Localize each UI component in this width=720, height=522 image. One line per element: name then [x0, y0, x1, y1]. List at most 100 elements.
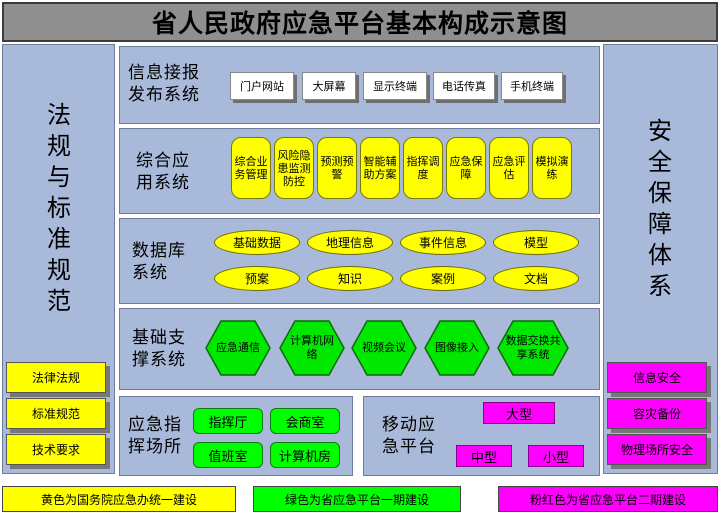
mobile-item-3-label: 小型 — [542, 450, 569, 466]
legend-yellow-text: 黄色为国务院应急办统一建设 — [40, 492, 197, 507]
mobile-item-1[interactable]: 大型 — [483, 402, 555, 424]
left-item-1[interactable]: 法律法规 — [6, 362, 106, 393]
page-title-text: 省人民政府应急平台基本构成示意图 — [151, 9, 568, 38]
legend-green-text: 绿色为省应急平台一期建设 — [284, 492, 429, 507]
mobile-label-line-1: 移动应 — [382, 415, 436, 435]
app-item-6[interactable]: 应急保障 — [446, 137, 486, 199]
info-item-5[interactable]: 手机终端 — [501, 72, 563, 100]
db-item-5-label: 预案 — [244, 272, 269, 286]
command-item-1[interactable]: 指挥厅 — [193, 408, 263, 434]
db-label-line-2: 系统 — [132, 263, 168, 283]
db-item-5[interactable]: 预案 — [214, 266, 300, 291]
app-item-4-label: 智能辅助方案 — [363, 155, 397, 181]
info-item-4-label: 电话传真 — [442, 80, 486, 93]
command-section-label: 应急指 挥场所 — [128, 414, 182, 458]
db-item-7-label: 案例 — [430, 272, 455, 286]
info-section-label: 信息接报 发布系统 — [128, 62, 200, 106]
infra-item-5-label: 数据交换共享系统 — [505, 334, 561, 361]
app-item-8-label: 模拟演练 — [535, 155, 569, 181]
db-item-8-label: 文档 — [523, 272, 548, 286]
left-item-3[interactable]: 技术要求 — [6, 434, 106, 465]
legend-magenta-text: 粉红色为省应急平台二期建设 — [529, 492, 686, 507]
legend-green: 绿色为省应急平台一期建设 — [253, 486, 461, 512]
db-item-8[interactable]: 文档 — [493, 266, 579, 291]
info-label-line-1: 信息接报 — [128, 63, 200, 83]
infra-item-4-label: 图像接入 — [435, 341, 479, 354]
hexagon-shape — [497, 320, 569, 376]
hexagon-shape — [424, 320, 490, 376]
hexagon-shape — [279, 320, 345, 376]
left-column-label: 法规与标准规范 — [44, 100, 74, 317]
app-item-3[interactable]: 预测预警 — [317, 137, 357, 199]
app-item-1[interactable]: 综合业务管理 — [231, 137, 271, 199]
command-item-3[interactable]: 值班室 — [193, 442, 263, 468]
infra-item-5[interactable]: 数据交换共享系统 — [497, 320, 569, 376]
app-item-7[interactable]: 应急评估 — [489, 137, 529, 199]
db-item-6-label: 知识 — [337, 272, 362, 286]
mobile-label-line-2: 急平台 — [382, 437, 436, 457]
hexagon-shape — [351, 320, 417, 376]
db-item-4[interactable]: 模型 — [493, 230, 579, 255]
infra-label-line-1: 基础支 — [132, 328, 186, 348]
left-item-2[interactable]: 标准规范 — [6, 398, 106, 429]
app-item-3-label: 预测预警 — [320, 155, 354, 181]
db-item-6[interactable]: 知识 — [307, 266, 393, 291]
db-item-1[interactable]: 基础数据 — [214, 230, 300, 255]
right-item-2[interactable]: 容灾备份 — [607, 398, 707, 429]
command-item-4-label: 计算机房 — [278, 449, 331, 465]
command-item-1-label: 指挥厅 — [208, 415, 248, 431]
db-section-label: 数据库 系统 — [132, 240, 186, 284]
hexagon-shape — [205, 320, 271, 376]
command-label-line-2: 挥场所 — [128, 437, 182, 457]
info-item-2-label: 大屏幕 — [312, 80, 346, 93]
right-item-3-label: 物理场所安全 — [620, 443, 693, 457]
infra-item-1[interactable]: 应急通信 — [205, 320, 271, 376]
app-label-line-2: 用系统 — [136, 173, 190, 193]
db-item-4-label: 模型 — [523, 236, 548, 250]
app-item-4[interactable]: 智能辅助方案 — [360, 137, 400, 199]
db-item-2[interactable]: 地理信息 — [307, 230, 393, 255]
legend-yellow: 黄色为国务院应急办统一建设 — [2, 486, 236, 512]
infra-item-1-label: 应急通信 — [216, 341, 260, 354]
infra-item-2-label: 计算机网络 — [290, 334, 334, 361]
mobile-item-1-label: 大型 — [505, 407, 532, 423]
app-item-8[interactable]: 模拟演练 — [532, 137, 572, 199]
infra-item-4[interactable]: 图像接入 — [424, 320, 490, 376]
db-label-line-1: 数据库 — [132, 241, 186, 261]
app-section-label: 综合应 用系统 — [136, 150, 190, 194]
right-item-1-label: 信息安全 — [632, 371, 681, 385]
app-item-5[interactable]: 指挥调度 — [403, 137, 443, 199]
right-item-2-label: 容灾备份 — [632, 407, 681, 421]
right-item-1[interactable]: 信息安全 — [607, 362, 707, 393]
infra-item-3[interactable]: 视频会议 — [351, 320, 417, 376]
info-item-4[interactable]: 电话传真 — [433, 72, 495, 100]
command-item-2[interactable]: 会商室 — [270, 408, 340, 434]
mobile-item-2[interactable]: 中型 — [456, 445, 512, 467]
command-item-3-label: 值班室 — [208, 449, 248, 465]
db-item-7[interactable]: 案例 — [400, 266, 486, 291]
app-item-5-label: 指挥调度 — [406, 155, 440, 181]
db-item-2-label: 地理信息 — [325, 236, 374, 250]
right-item-3[interactable]: 物理场所安全 — [607, 434, 707, 465]
right-column-label-text: 安全保障体系 — [648, 117, 672, 300]
command-item-4[interactable]: 计算机房 — [270, 442, 340, 468]
command-label-line-1: 应急指 — [128, 415, 182, 435]
infra-label-line-2: 撑系统 — [132, 350, 186, 370]
info-item-1[interactable]: 门户网站 — [230, 72, 294, 100]
db-item-3-label: 事件信息 — [418, 236, 467, 250]
mobile-item-3[interactable]: 小型 — [528, 445, 584, 467]
infra-item-2[interactable]: 计算机网络 — [279, 320, 345, 376]
left-item-3-label: 技术要求 — [31, 443, 80, 457]
right-column-label: 安全保障体系 — [645, 116, 675, 302]
app-item-2[interactable]: 风险隐患监测防控 — [274, 137, 314, 199]
info-item-3[interactable]: 显示终端 — [363, 72, 427, 100]
page-title: 省人民政府应急平台基本构成示意图 — [2, 2, 718, 42]
app-label-line-1: 综合应 — [136, 151, 190, 171]
db-item-1-label: 基础数据 — [232, 236, 281, 250]
info-item-2[interactable]: 大屏幕 — [302, 72, 356, 100]
left-column-label-text: 法规与标准规范 — [47, 101, 71, 315]
app-item-7-label: 应急评估 — [492, 155, 526, 181]
db-item-3[interactable]: 事件信息 — [400, 230, 486, 255]
legend-magenta: 粉红色为省应急平台二期建设 — [498, 486, 718, 512]
mobile-section-label: 移动应 急平台 — [382, 414, 436, 458]
